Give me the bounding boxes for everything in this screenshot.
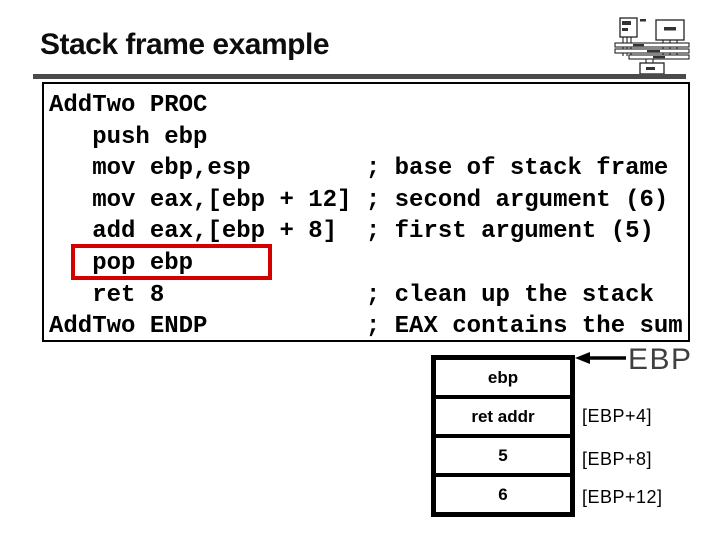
- offset-label-ebp-plus-8: [EBP+8]: [582, 449, 653, 469]
- stack-cell-arg1: 5: [436, 438, 570, 477]
- computer-bus-diagram-icon: [614, 17, 690, 74]
- code-line: add eax,[ebp + 8] ; first argument (5): [49, 218, 654, 246]
- offset-label-ebp-plus-4: [EBP+4]: [582, 406, 653, 426]
- offset-label-ebp-plus-12: [EBP+12]: [582, 487, 663, 507]
- code-line: ret 8 ; clean up the stack: [49, 281, 654, 309]
- code-line-pop-ebp: pop ebp: [49, 249, 194, 277]
- code-line: AddTwo ENDP ; EAX contains the sum: [49, 313, 683, 341]
- ebp-pointer-arrow-icon: [575, 352, 626, 364]
- stack-cell-arg2: 6: [498, 484, 508, 504]
- code-line: push ebp: [49, 123, 208, 151]
- page-title: Stack frame example: [40, 28, 330, 61]
- code-line: mov ebp,esp ; base of stack frame: [49, 155, 669, 183]
- code-line: mov eax,[ebp + 12] ; second argument (6): [49, 186, 669, 214]
- stack-cell-ebp: ebp: [436, 360, 570, 399]
- stack-frame-table: ebp ret addr 5 6: [431, 355, 575, 517]
- code-line: AddTwo PROC: [49, 92, 208, 119]
- stack-cell-ret-addr: ret addr: [436, 399, 570, 438]
- title-divider: [33, 74, 686, 79]
- code-listing: AddTwo PROC push ebp mov ebp,esp ; base …: [42, 82, 690, 342]
- ebp-pointer-label: EBP: [628, 343, 693, 376]
